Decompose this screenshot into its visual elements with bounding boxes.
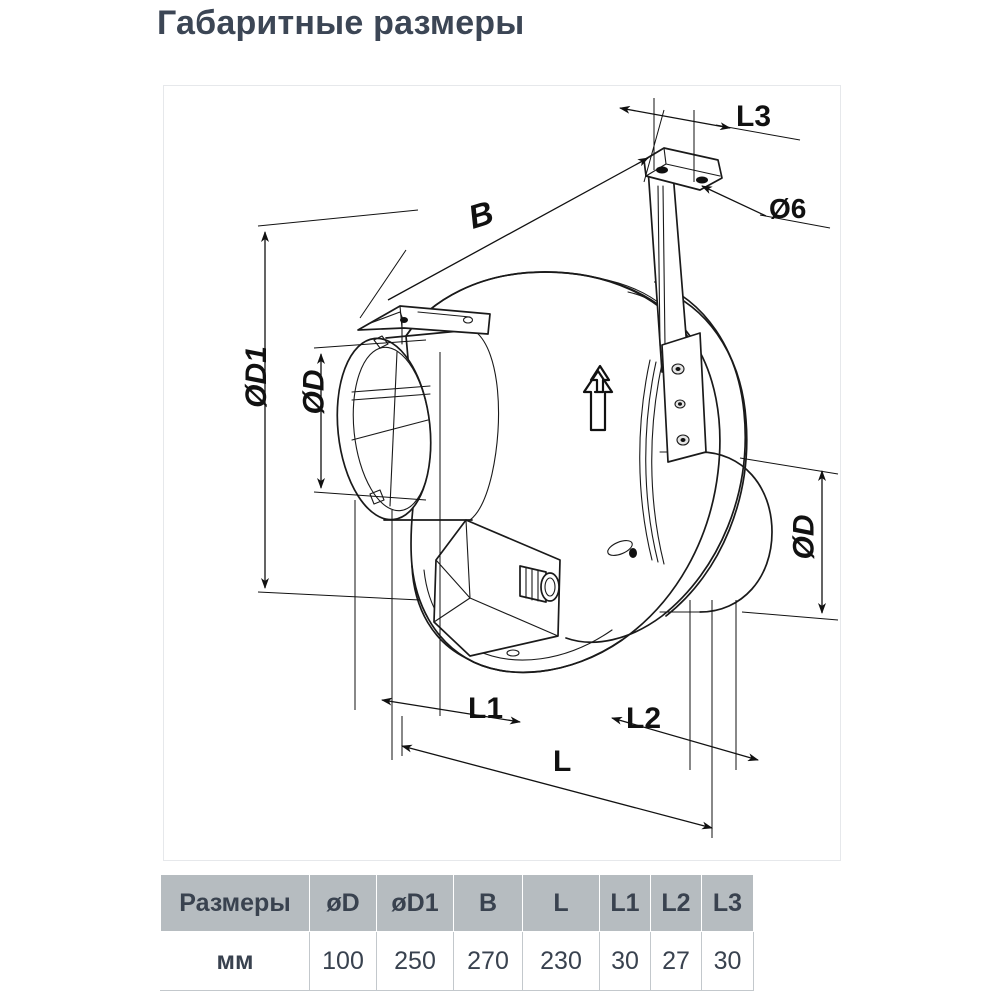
table-header-d: øD — [309, 874, 377, 932]
table-cell-b: 270 — [453, 931, 523, 991]
dimension-label-diameter-d1: ØD1 — [239, 346, 273, 408]
table-cell-l: 230 — [522, 931, 600, 991]
table-cell-l3: 30 — [701, 931, 754, 991]
drawing-frame — [163, 85, 841, 861]
table-cell-unit: мм — [160, 931, 310, 991]
table-header-l2: L2 — [650, 874, 702, 932]
dimension-label-l2: L2 — [626, 702, 662, 735]
table-header-l: L — [522, 874, 600, 932]
table-header-row: Размеры øD øD1 B L L1 L2 L3 — [160, 874, 754, 932]
dimension-label-hole-diameter: Ø6 — [769, 193, 807, 224]
dimension-table: Размеры øD øD1 B L L1 L2 L3 мм 100 250 2… — [160, 874, 754, 991]
table-header-l3: L3 — [701, 874, 754, 932]
table-header-b: B — [453, 874, 523, 932]
dimension-label-l3: L3 — [736, 100, 772, 133]
table-header-dimensions: Размеры — [160, 874, 310, 932]
table-row: мм 100 250 270 230 30 27 30 — [160, 931, 754, 991]
dimension-label-diameter-d-left: ØD — [297, 369, 331, 415]
table-header-d1: øD1 — [376, 874, 454, 932]
table-cell-l2: 27 — [650, 931, 702, 991]
dimension-label-l: L — [553, 745, 572, 778]
dimension-label-diameter-d-right: ØD — [787, 514, 821, 560]
dimension-label-l1: L1 — [468, 692, 504, 725]
page-title: Габаритные размеры — [157, 4, 525, 42]
table-cell-d: 100 — [309, 931, 377, 991]
table-header-l1: L1 — [599, 874, 651, 932]
table-cell-d1: 250 — [376, 931, 454, 991]
table-cell-l1: 30 — [599, 931, 651, 991]
